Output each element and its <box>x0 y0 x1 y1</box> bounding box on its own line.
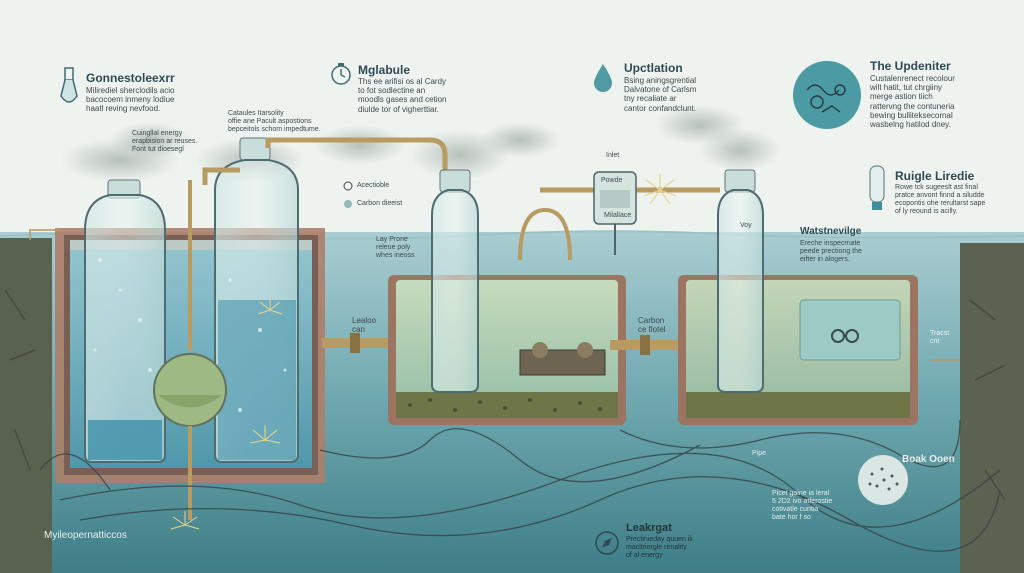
boak-label: Boak Ooen <box>902 454 955 465</box>
pump-machinery <box>518 207 606 376</box>
gauge-meter-box <box>593 171 637 255</box>
smoke-plumes <box>60 105 780 182</box>
right-tank <box>678 275 918 425</box>
lay-label: Lay Prone releue poly whes ineoss <box>376 236 415 260</box>
light-burst <box>643 174 677 205</box>
body-top-mid: Ths ee arifisi os al Cardy to fot sodlec… <box>358 77 447 114</box>
legend-label-1: Acectioble <box>357 182 390 189</box>
callout-2: Cuingllal energy erapbision ar reuses. F… <box>132 130 198 154</box>
lealoo-label: Lealoo can <box>352 316 377 335</box>
title-top-right: Upctlation <box>624 61 683 75</box>
middle-glass-cylinder <box>431 169 479 393</box>
globe-filter <box>153 180 227 520</box>
droplet-icon <box>594 64 612 92</box>
callout-1: Cataules Itarsolity offie ane Pacult asp… <box>228 110 321 134</box>
compass-icon <box>595 531 619 555</box>
underground-cables <box>39 419 1001 552</box>
tracst-label: Tracst cnt <box>930 330 950 346</box>
legend-dot-icon <box>343 181 353 191</box>
spark-bursts <box>170 298 510 530</box>
bacteria-circle-icon <box>793 61 861 129</box>
title-top-left: Gonnestoleexrr <box>86 71 175 85</box>
title-top-far-right: The Updeniter <box>870 59 951 73</box>
body-right-mid: Rowe tck sugeeslt ast final pratce anvon… <box>895 184 986 216</box>
soil-left <box>0 238 52 573</box>
body-top-right: Bsing aningsgrential Dalvatone of Carlsm… <box>624 76 697 113</box>
meter-label: Milallace <box>604 212 632 219</box>
right-glass-cylinder <box>717 169 764 393</box>
title-watsnevige: Watstnevilge <box>800 226 862 237</box>
soil-right <box>960 243 1024 573</box>
carbon-label: Carbon ce flotel <box>638 316 666 335</box>
left-glass-cylinder <box>84 179 166 463</box>
vay-label: Voy <box>740 222 752 229</box>
body-watsnevige: Ereche inspecrnate peede prectiong the e… <box>800 240 862 264</box>
legend-dot-filled-icon <box>344 200 352 208</box>
body-leakrgat: Prectinieday quuen ili macltriorgle rena… <box>626 536 693 560</box>
title-leakrgat: Leakrgat <box>626 522 672 534</box>
flask-icon <box>60 67 78 103</box>
body-top-far-right: Custalenrenect recolour wilt hatit, tut … <box>870 74 955 129</box>
top-pipes <box>202 137 720 193</box>
powde-label: Powde <box>601 177 623 184</box>
sediment-circle-icon <box>858 455 908 505</box>
pipe-label: Pipe <box>752 450 767 457</box>
title-right-mid: Ruigle Liredie <box>895 169 975 183</box>
clock-icon <box>331 63 351 85</box>
body-top-left: Milirediel sherclodils acio bacocoem inm… <box>86 86 175 114</box>
lightbulb-icon <box>869 165 885 210</box>
mid-glass-cylinder <box>214 137 299 463</box>
note-small: Picet gaine ia leral 5 2D2 ivo atferosti… <box>772 490 833 522</box>
bottom-left-label: Myileopernatticcos <box>44 530 127 541</box>
inlet-label: Inlet <box>606 152 620 159</box>
legend-label-2: Carbon dieeist <box>357 200 403 207</box>
title-top-mid: Mglabule <box>358 63 411 77</box>
